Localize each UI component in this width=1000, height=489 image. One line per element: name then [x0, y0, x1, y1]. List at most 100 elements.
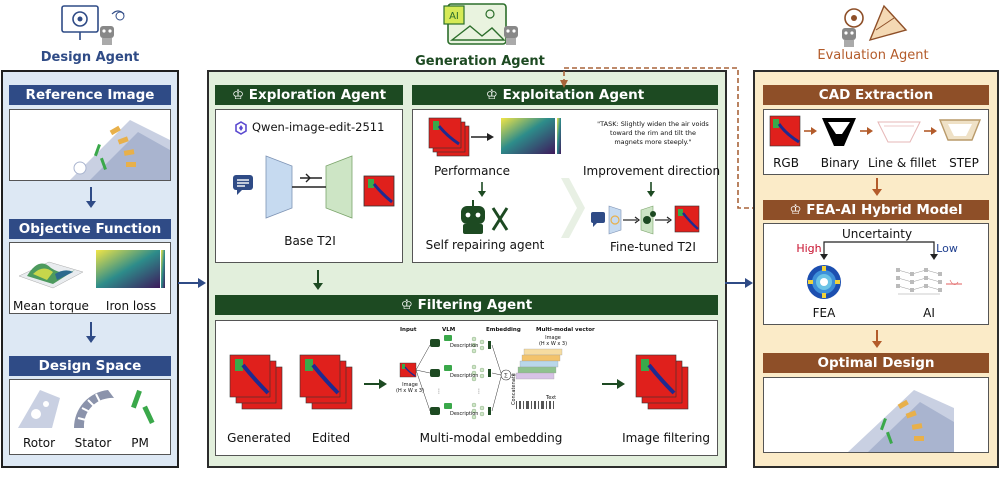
vector-text-label: Text — [546, 395, 557, 401]
fea-ai-header: ♔ FEA-AI Hybrid Model — [763, 200, 989, 220]
reference-image-panel — [9, 109, 171, 181]
base-t2i-model — [265, 155, 353, 219]
eval-arrow-2 — [872, 330, 882, 348]
arrow-to-filtering — [313, 270, 323, 290]
embedding-label: Embedding — [486, 327, 521, 333]
exploration-agent-title: Exploration Agent — [248, 87, 387, 103]
uncertainty-arrows — [820, 241, 938, 260]
performance-label: Performance — [433, 164, 511, 178]
stator-shape — [73, 390, 114, 428]
model-name-label: Qwen-image-edit-2511 — [252, 120, 385, 134]
chat-icon — [233, 175, 253, 195]
fine-tuned-label: Fine-tuned T2I — [610, 240, 696, 254]
fea-label: FEA — [812, 306, 836, 320]
design-agent-column: Reference Image Objective Function — [1, 70, 179, 468]
fea-ai-title: FEA-AI Hybrid Model — [806, 202, 963, 218]
qwen-logo-icon — [235, 121, 247, 135]
line-fillet-label: Line & fillet — [868, 156, 937, 170]
input-label: Input — [400, 327, 417, 333]
arrow-down-2 — [86, 322, 96, 343]
design-agent-icon — [61, 5, 125, 45]
image-filtering-label: Image filtering — [622, 431, 710, 445]
design-agent-header: Design Agent — [40, 0, 140, 66]
high-label: High — [796, 242, 822, 255]
cad-pipeline — [769, 115, 982, 147]
edited-stack — [299, 354, 353, 410]
performance-heatmap — [501, 118, 561, 154]
exploration-agent-header: ♔ Exploration Agent — [215, 85, 403, 105]
cad-extraction-panel: RGB Binary Line & fillet STEP — [763, 109, 989, 175]
feedback-dashed-line — [560, 67, 765, 209]
fea-ai-panel: Uncertainty High Low — [763, 223, 989, 325]
motor-reference-image — [70, 120, 170, 180]
vlm-label: VLM — [442, 327, 456, 333]
arrow-design-to-generation — [178, 278, 206, 288]
iron-loss-plot — [96, 250, 165, 288]
chevron-arrow — [561, 178, 585, 238]
rotor-label: Rotor — [22, 436, 56, 450]
generation-agent-column: ♔ Exploration Agent Qwen-image-edit-2511 — [207, 70, 727, 468]
filtering-agent-header: ♔ Filtering Agent — [215, 295, 718, 315]
improvement-down-arrow — [647, 182, 655, 197]
filter-arrow-2 — [602, 379, 625, 389]
filtering-panel: Generated Edited Input VLM Embedding Mul… — [215, 320, 718, 456]
self-repair-robot-icon — [461, 200, 509, 234]
step-label: STEP — [949, 156, 979, 170]
objective-function-panel: Mean torque Iron loss — [9, 242, 171, 314]
evaluation-agent-column: CAD Extraction RGB Binary Line & fillet … — [753, 70, 999, 468]
performance-arrow — [471, 133, 494, 141]
design-agent-title: Design Agent — [40, 50, 140, 65]
multimodal-diagram: ⋮ ⋮ Σ — [399, 335, 563, 420]
description-label-1: Description — [450, 343, 479, 349]
self-repairing-label: Self repairing agent — [425, 238, 545, 252]
svg-text:⋮: ⋮ — [436, 388, 442, 395]
arrow-down-1 — [86, 187, 96, 208]
exploitation-agent-header: ♔ Exploitation Agent — [412, 85, 718, 105]
mean-torque-plot — [18, 261, 84, 289]
multimodal-embedding-label: Multi-modal embedding — [419, 431, 563, 445]
filter-arrow-1 — [364, 379, 387, 389]
robot-icon-2: ♔ — [485, 87, 503, 103]
edited-label: Edited — [311, 431, 351, 445]
improvement-direction-label: Improvement direction — [583, 164, 721, 178]
binary-label: Binary — [820, 156, 860, 170]
stator-label: Stator — [74, 436, 112, 450]
generation-agent-title: Generation Agent — [415, 54, 545, 69]
evaluation-agent-header: Evaluation Agent — [808, 0, 938, 66]
evaluation-agent-icon — [842, 4, 908, 47]
base-t2i-label: Base T2I — [284, 234, 336, 248]
input-image-label: Image (H x W x 3) — [396, 382, 425, 394]
rotor-shape — [18, 390, 60, 428]
exploitation-agent-title: Exploitation Agent — [502, 87, 645, 103]
description-label-3: Description — [450, 411, 479, 417]
mean-torque-label: Mean torque — [13, 299, 89, 313]
objective-function-header: Objective Function — [9, 219, 171, 239]
rgb-label: RGB — [773, 156, 799, 170]
exploration-panel: Qwen-image-edit-2511 Base T2I — [215, 109, 403, 263]
mm-vector-label: Multi-modal vector — [536, 327, 595, 333]
optimal-design-panel — [763, 377, 989, 453]
eval-arrow-1 — [872, 178, 882, 196]
generated-stack — [229, 354, 283, 410]
optimal-motor-image — [848, 390, 954, 452]
iron-loss-label: Iron loss — [105, 299, 157, 313]
generated-image-thumb — [363, 175, 395, 207]
performance-down-arrow — [478, 182, 486, 197]
description-label-2: Description — [450, 373, 479, 379]
robot-icon-4: ♔ — [789, 202, 807, 218]
svg-text:⋮: ⋮ — [476, 388, 482, 395]
generated-label: Generated — [227, 431, 291, 445]
concatenate-label: Concatenate — [511, 373, 517, 405]
fine-tuned-pipeline — [591, 205, 700, 235]
exploitation-panel: Performance Self repairing agent "TASK: … — [412, 109, 721, 263]
design-space-header: Design Space — [9, 356, 171, 376]
task-text: "TASK: Slightly widen the air voids towa… — [597, 120, 709, 146]
design-space-panel: Rotor Stator PM — [9, 379, 171, 455]
ai-label: AI — [923, 306, 935, 320]
ai-network-image — [896, 268, 962, 295]
svg-text:AI: AI — [449, 11, 459, 22]
cad-extraction-header: CAD Extraction — [763, 85, 989, 105]
generation-agent-header: AI Generation Agent — [410, 0, 550, 69]
vector-image-label: Image (H x W x 3) — [538, 335, 568, 347]
pm-shape — [131, 389, 155, 425]
